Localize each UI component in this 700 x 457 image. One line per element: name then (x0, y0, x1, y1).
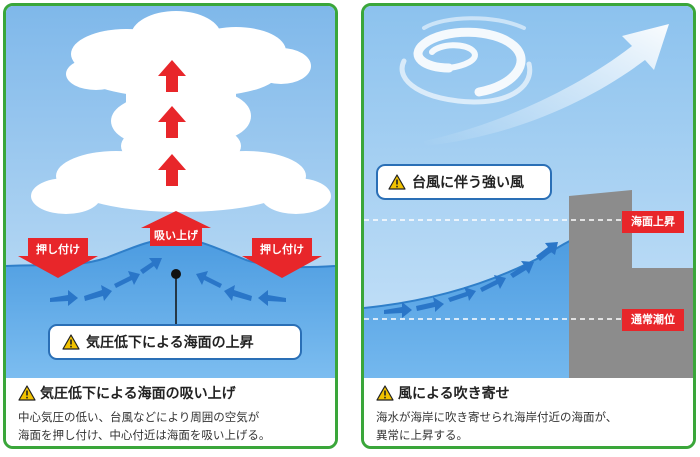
swirl-icon (399, 16, 533, 105)
cumulonimbus-cloud (31, 11, 331, 214)
water-flow-arrows (384, 242, 558, 318)
strong-wind-callout: 台風に伴う強い風 (376, 164, 552, 200)
wind-setup-panel: 台風に伴う強い風 海面上昇 通常潮位 風による吹き寄せ 海水が海岸に吹き寄せられ… (361, 3, 696, 449)
up-arrow-icon (158, 154, 186, 186)
caption-title: 風による吹き寄せ (398, 386, 510, 402)
raised-level-tag: 海面上昇 (622, 211, 684, 233)
up-arrow-icon (158, 106, 186, 138)
caption-body: 中心気圧の低い、台風などにより周囲の空気が 海面を押し付け、中心付近は海面を吸い… (18, 408, 325, 444)
suction-scene: 押し付け 押し付け 吸い上げ 気圧低下による海面の上昇 (6, 6, 335, 378)
callout-text: 台風に伴う強い風 (412, 175, 524, 191)
pointer-dot (171, 269, 181, 279)
up-arrow-icon (141, 211, 211, 246)
coastal-cliff (569, 190, 693, 378)
caption-body: 海水が海岸に吹き寄せられ海岸付近の海面が、 異常に上昇する。 (376, 408, 683, 444)
callout-text: 気圧低下による海面の上昇 (86, 335, 254, 351)
caption-title: 気圧低下による海面の吸い上げ (40, 386, 236, 402)
normal-level-tag: 通常潮位 (622, 309, 684, 331)
sea-surface-line (364, 227, 604, 309)
rising-arrows (158, 60, 186, 186)
push-label-right: 押し付け (260, 243, 304, 256)
caption-body-line: 海面を押し付け、中心付近は海面を吸い上げる。 (18, 428, 271, 442)
suction-illustration (6, 6, 335, 378)
caption-body-line: 異常に上昇する。 (376, 428, 468, 442)
warning-icon (18, 385, 36, 407)
down-arrow-icon (242, 238, 322, 278)
wind-setup-scene: 台風に伴う強い風 海面上昇 通常潮位 (364, 6, 693, 378)
warning-icon (62, 334, 80, 350)
sea-level-rise-callout: 気圧低下による海面の上昇 (48, 324, 302, 360)
caption-body-line: 海水が海岸に吹き寄せられ海岸付近の海面が、 (376, 410, 618, 424)
caption-body-line: 中心気圧の低い、台風などにより周囲の空気が (18, 410, 260, 424)
sea (364, 228, 604, 378)
storm-surge-suction-panel: 押し付け 押し付け 吸い上げ 気圧低下による海面の上昇 気圧低下による海面の吸い… (3, 3, 338, 449)
down-arrow-icon (18, 238, 98, 278)
water-flow-arrows (50, 258, 286, 306)
suck-up-label: 吸い上げ (154, 229, 198, 242)
up-arrow-icon (158, 60, 186, 92)
wind-arrow-icon (424, 24, 669, 146)
warning-icon (388, 174, 406, 190)
warning-icon (376, 385, 394, 407)
suction-caption: 気圧低下による海面の吸い上げ 中心気圧の低い、台風などにより周囲の空気が 海面を… (6, 378, 335, 446)
push-label-left: 押し付け (36, 243, 80, 256)
wind-setup-caption: 風による吹き寄せ 海水が海岸に吹き寄せられ海岸付近の海面が、 異常に上昇する。 (364, 378, 693, 446)
